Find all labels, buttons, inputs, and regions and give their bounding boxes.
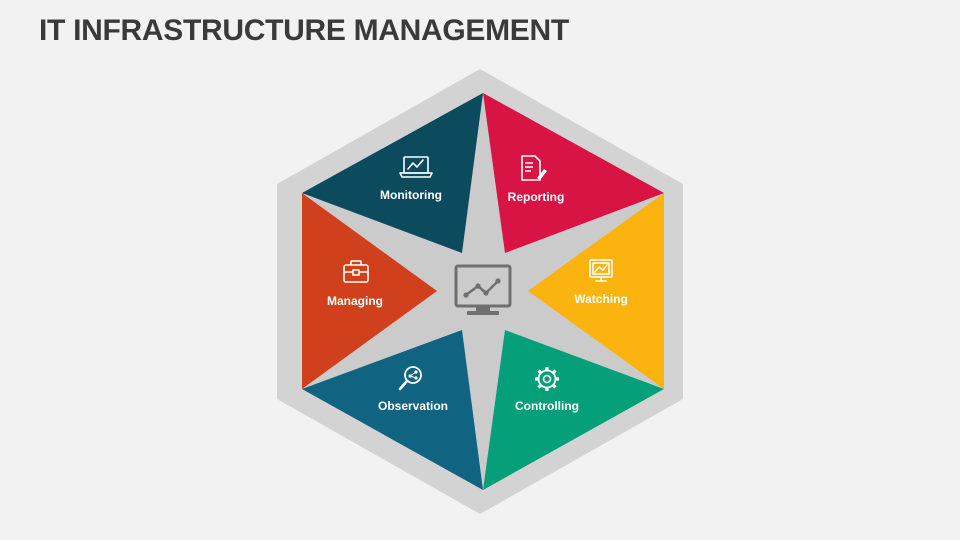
page-title: IT INFRASTRUCTURE MANAGEMENT xyxy=(39,14,569,47)
segment-label-reporting: Reporting xyxy=(508,190,565,204)
segment-label-monitoring: Monitoring xyxy=(380,188,442,202)
screen-chart-icon xyxy=(589,259,613,282)
report-document-icon xyxy=(521,155,547,181)
segment-observation[interactable] xyxy=(302,330,483,490)
segment-controlling[interactable] xyxy=(483,330,664,490)
segment-monitoring[interactable] xyxy=(302,93,483,253)
segment-label-managing: Managing xyxy=(327,294,383,308)
segment-managing[interactable] xyxy=(302,193,437,389)
segment-reporting[interactable] xyxy=(483,93,664,253)
segment-label-watching: Watching xyxy=(574,292,628,306)
monitor-chart-icon xyxy=(454,264,512,315)
briefcase-icon xyxy=(343,260,369,283)
segment-label-observation: Observation xyxy=(378,399,448,413)
laptop-chart-icon xyxy=(399,156,433,178)
segment-label-controlling: Controlling xyxy=(515,399,579,413)
gear-icon xyxy=(535,367,559,391)
search-analytics-icon xyxy=(398,366,422,391)
segment-watching[interactable] xyxy=(528,193,664,389)
